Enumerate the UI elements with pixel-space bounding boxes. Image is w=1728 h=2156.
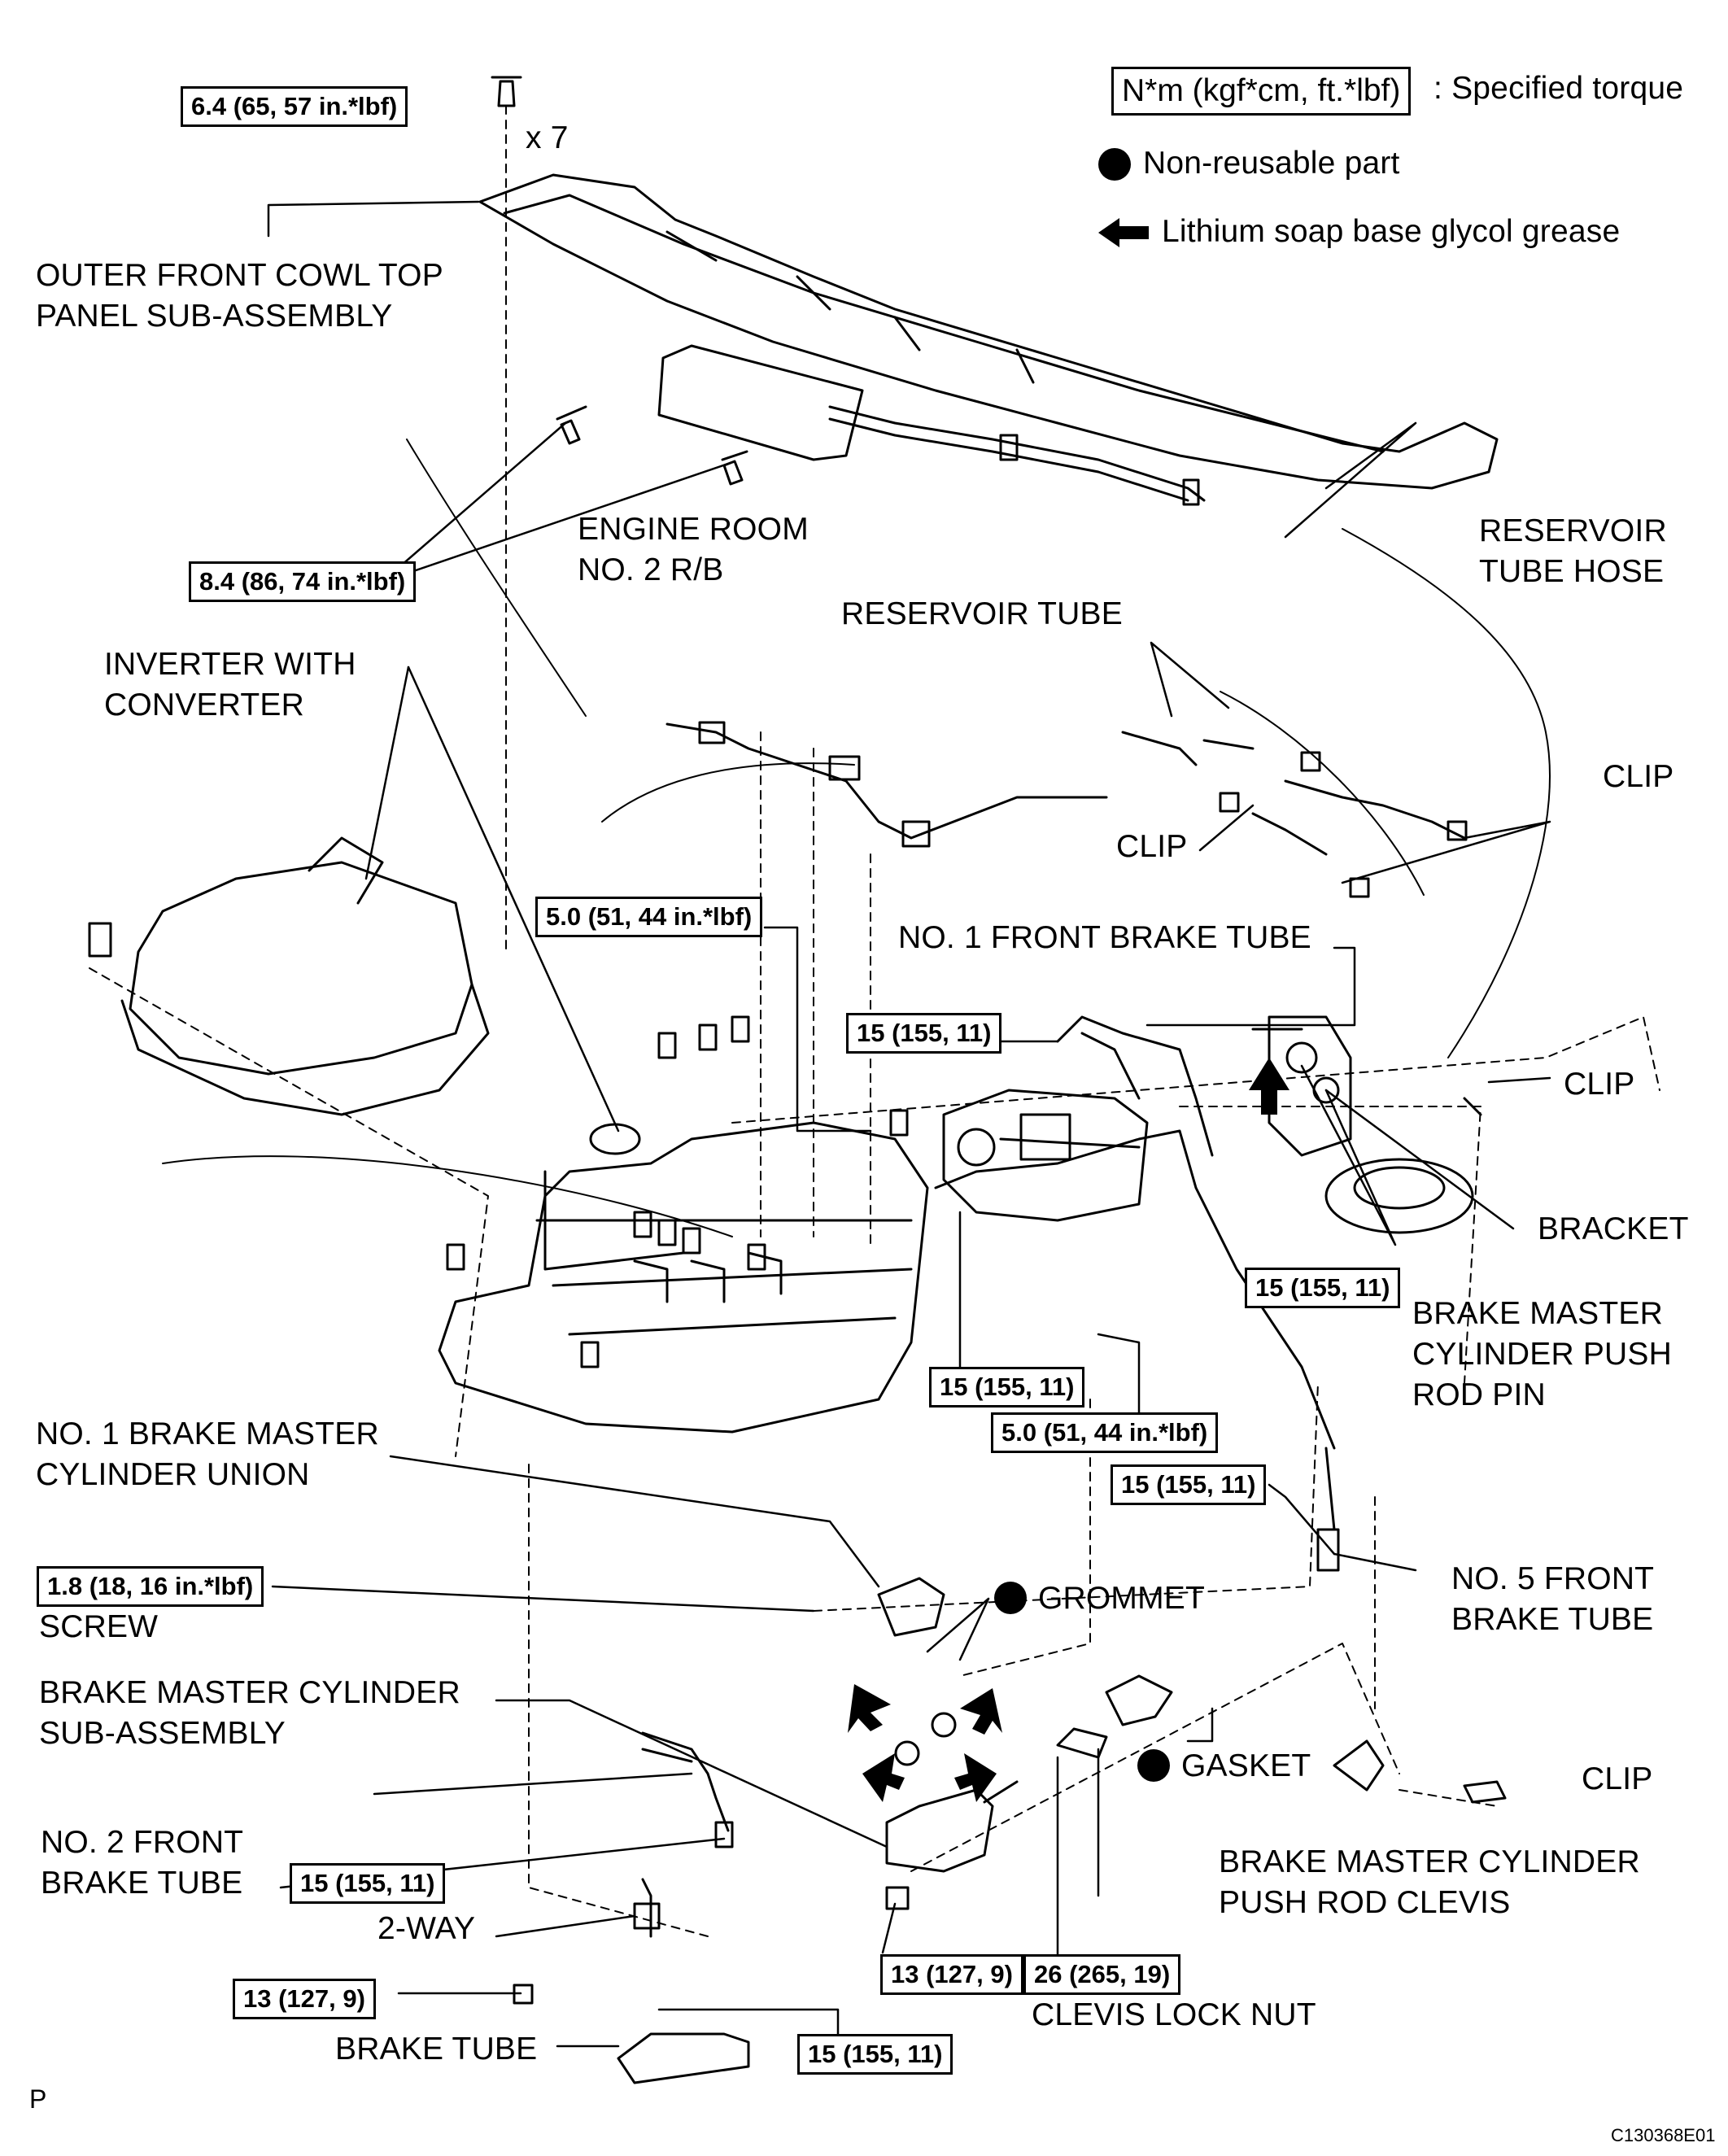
actuator-drawing xyxy=(942,1089,1149,1222)
rb-bolts-drawing xyxy=(491,76,748,486)
label-clip-3: CLIP xyxy=(1564,1067,1635,1102)
label-inverter: INVERTER WITH CONVERTER xyxy=(104,647,356,722)
legend-grease-text: Lithium soap base glycol grease xyxy=(1162,214,1621,249)
torque-nut-1: 13 (127, 9) xyxy=(880,1954,1023,1995)
label-brake-tube: BRAKE TUBE xyxy=(335,2032,538,2067)
inverter-bolts-drawing xyxy=(446,1015,909,1368)
torque-nut-2: 13 (127, 9) xyxy=(233,1979,376,2019)
label-figure-code: C130368E01 xyxy=(1611,2125,1716,2145)
label-engine-room-rb: ENGINE ROOM NO. 2 R/B xyxy=(578,512,809,587)
label-no1-union: NO. 1 BRAKE MASTER CYLINDER UNION xyxy=(36,1416,379,1492)
torque-screw: 1.8 (18, 16 in.*lbf) xyxy=(37,1566,264,1607)
non-reusable-icon xyxy=(1098,148,1131,181)
torque-relay-block: 8.4 (86, 74 in.*lbf) xyxy=(189,561,417,602)
torque-brake-tube-4: 15 (155, 11) xyxy=(1111,1464,1267,1505)
body-outline-drawing xyxy=(162,439,1551,1237)
label-clevis-lock-nut: CLEVIS LOCK NUT xyxy=(1032,1997,1316,2032)
label-master-cyl-sub: BRAKE MASTER CYLINDER SUB-ASSEMBLY xyxy=(39,1675,460,1751)
upper-brake-tubes-drawing xyxy=(934,1015,1340,1572)
grease-arrow-icon xyxy=(1098,218,1149,247)
cowl-panel-drawing xyxy=(478,173,1499,490)
harness-drawing xyxy=(665,721,1108,848)
label-bracket: BRACKET xyxy=(1538,1211,1689,1246)
label-no5-front-brake-tube: NO. 5 FRONT BRAKE TUBE xyxy=(1451,1561,1655,1637)
label-push-rod-clevis: BRAKE MASTER CYLINDER PUSH ROD CLEVIS xyxy=(1219,1844,1640,1920)
label-gasket: GASKET xyxy=(1181,1748,1311,1783)
label-outer-cowl: OUTER FRONT COWL TOP PANEL SUB-ASSEMBLY xyxy=(36,258,443,334)
inverter-body-drawing xyxy=(438,1121,929,1434)
label-push-rod-pin: BRAKE MASTER CYLINDER PUSH ROD PIN xyxy=(1412,1296,1672,1412)
label-page-mark: P xyxy=(29,2084,47,2114)
label-screw: SCREW xyxy=(39,1609,159,1644)
reservoir-hose-drawing xyxy=(1121,731,1468,898)
leader-lines xyxy=(267,200,1551,2056)
legend-nonreusable-text: Non-reusable part xyxy=(1143,146,1400,181)
torque-brake-tube-1: 15 (155, 11) xyxy=(846,1013,1002,1054)
label-reservoir-tube: RESERVOIR TUBE xyxy=(841,596,1123,631)
torque-no2-tube: 15 (155, 11) xyxy=(290,1863,446,1904)
label-clip-4: CLIP xyxy=(1582,1761,1653,1796)
dashed-guide-lines xyxy=(89,105,1660,1937)
torque-brake-tube-lower: 15 (155, 11) xyxy=(797,2034,953,2075)
gasket-nonreusable-icon xyxy=(1137,1749,1170,1782)
label-x7: x 7 xyxy=(526,120,569,155)
torque-brake-tube-2: 15 (155, 11) xyxy=(1245,1268,1401,1308)
label-clip-1: CLIP xyxy=(1603,759,1674,794)
torque-inverter-2: 5.0 (51, 44 in.*lbf) xyxy=(991,1412,1219,1453)
lower-tubes-drawing xyxy=(513,1731,750,2084)
label-no1-front-brake-tube: NO. 1 FRONT BRAKE TUBE xyxy=(898,920,1311,955)
torque-inverter-1: 5.0 (51, 44 in.*lbf) xyxy=(535,897,763,937)
relay-block-drawing xyxy=(657,344,1206,506)
label-no2-front-brake-tube: NO. 2 FRONT BRAKE TUBE xyxy=(41,1825,244,1901)
legend-torque-text: : Specified torque xyxy=(1433,71,1684,106)
label-reservoir-tube-hose: RESERVOIR TUBE HOSE xyxy=(1479,513,1667,589)
inverter-cover-drawing xyxy=(88,836,490,1116)
grease-arrows xyxy=(848,1058,1289,1802)
grommet-nonreusable-icon xyxy=(994,1582,1027,1614)
label-clip-2: CLIP xyxy=(1116,829,1188,864)
master-cylinder-drawing xyxy=(877,1577,1507,1910)
legend-torque-box: N*m (kgf*cm, ft.*lbf) xyxy=(1111,67,1412,116)
bracket-drawing xyxy=(1251,1015,1482,1234)
label-two-way: 2-WAY xyxy=(377,1911,476,1946)
torque-brake-tube-3: 15 (155, 11) xyxy=(929,1367,1085,1408)
label-grommet: GROMMET xyxy=(1038,1581,1206,1616)
torque-clevis: 26 (265, 19) xyxy=(1023,1954,1181,1995)
torque-cowl-bolt: 6.4 (65, 57 in.*lbf) xyxy=(181,86,408,127)
